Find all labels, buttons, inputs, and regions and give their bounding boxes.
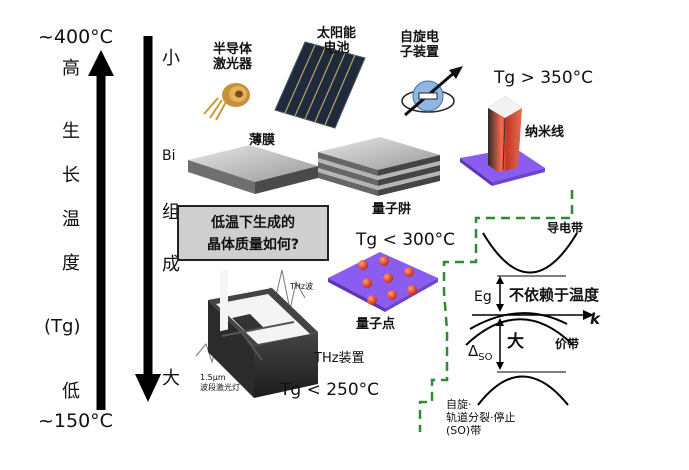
bi-small-label: 小 [162,48,180,69]
left-axis-char: 高 [62,58,80,79]
thz-wave-label: THz波 [290,282,314,291]
bi-large-label: 大 [162,368,180,389]
valence-band-label: 价带 [555,337,580,351]
quantum-dots [328,252,438,312]
tg-350-label: Tg > 350°C [494,68,594,88]
delta-symbol: Δ [468,342,479,360]
eg-label: Eg [474,289,492,305]
delta-subscript: SO [478,352,493,363]
bi-axis-char: 组 [162,202,180,223]
region-boundary [418,190,574,432]
quantum-well [318,137,440,196]
left-axis-char: 低 [62,381,80,402]
left-axis-char: (Tg) [44,316,81,337]
thz-device-label: THz装置 [314,351,365,366]
left-axis-char: 温 [62,209,80,230]
large-label: 大 [507,332,524,352]
thin-film-label: 薄膜 [249,133,276,148]
left-axis-char: 生 [62,121,80,142]
temp-high-label: ~400°C [38,26,113,48]
nanowire [460,96,545,186]
question-text: 低温下生成的 晶体质量如何? [206,215,300,253]
k-axis-label: k [590,310,600,328]
conduction-band-label: 导电带 [547,221,584,235]
quantum-well-label: 量子阱 [372,202,412,217]
thin-film [188,145,318,194]
tg-250-label: Tg < 250°C [280,380,380,400]
tg-300-label: Tg < 300°C [356,230,456,250]
spin-label: 自旋电 子装置 [400,30,440,60]
laser-device [203,83,250,121]
solar-label: 太阳能 电池 [317,26,357,56]
band-diagram [465,232,594,406]
left-axis-char: 度 [62,253,80,274]
laser-label: 半导体 激光器 [213,42,253,72]
thz-device [195,269,318,398]
bi-label: Bi [162,148,176,164]
nanowire-label: 纳米线 [525,125,565,140]
laser-1550-label: 1.5μm 波段激光灯 [200,373,240,392]
temperature-arrow [88,50,114,410]
solar-cell [274,41,366,129]
spin-device [401,66,463,117]
bi-axis-char: 成 [162,254,180,275]
left-axis-char: 长 [62,165,80,186]
temperature-independent-label: 不依赖于温度 [509,286,600,304]
question-box: 低温下生成的 晶体质量如何? [177,205,329,261]
delta-label: ΔSO [468,344,492,363]
temp-low-label: ~150°C [38,410,113,432]
composition-arrow [135,36,161,402]
quantum-dot-label: 量子点 [356,317,396,332]
so-band-label: 自旋· 轨道分裂·停止 (SO)带 [446,398,516,437]
